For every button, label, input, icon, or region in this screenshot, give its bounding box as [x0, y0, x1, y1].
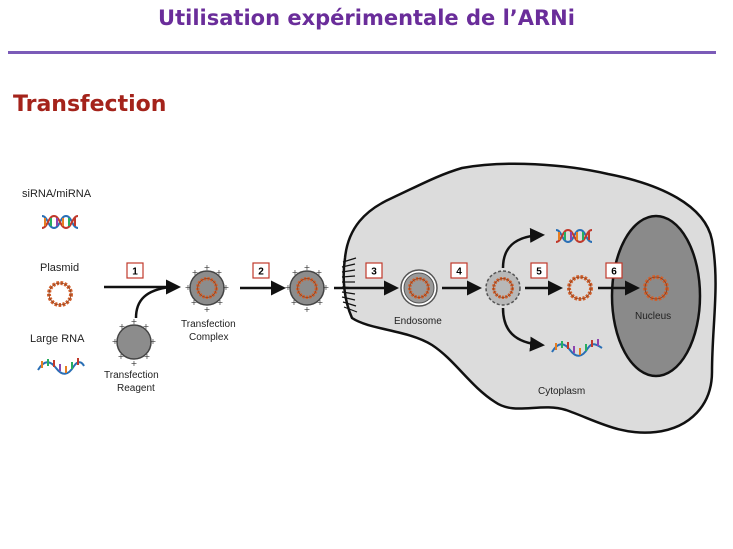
step-box-5: 5	[530, 262, 548, 279]
step-number-6: 6	[611, 267, 617, 278]
svg-text:+: +	[217, 298, 224, 307]
complex-at-membrane: +++ +++ ++	[285, 263, 330, 314]
cell-outline	[342, 162, 717, 434]
large-rna-icon	[37, 358, 85, 375]
released-sirna-icon	[555, 228, 593, 244]
endosome	[400, 269, 438, 307]
svg-text:+: +	[118, 352, 125, 361]
cytoplasm-label: Cytoplasm	[538, 386, 585, 397]
svg-text:+: +	[119, 322, 126, 331]
svg-text:+: +	[191, 298, 198, 307]
svg-text:+: +	[316, 268, 323, 277]
transfection-reagent: +++ +++ ++	[112, 317, 157, 368]
complex-label-2: Complex	[189, 332, 228, 343]
slide-title: Utilisation expérimentale de l’ARNi	[158, 6, 575, 30]
step-number-5: 5	[536, 267, 542, 278]
reagent-label-1: Transfection	[104, 370, 159, 381]
svg-text:+: +	[144, 352, 151, 361]
sirna-label: siRNA/miRNA	[22, 188, 92, 200]
step-number-4: 4	[456, 267, 462, 278]
step-number-1: 1	[132, 267, 138, 278]
svg-text:+: +	[131, 317, 138, 326]
step-number-2: 2	[258, 267, 264, 278]
svg-text:+: +	[131, 359, 138, 368]
svg-text:+: +	[192, 268, 199, 277]
svg-text:+: +	[285, 283, 292, 292]
svg-text:+: +	[204, 263, 211, 272]
sirna-icon	[41, 214, 79, 230]
svg-text:+: +	[291, 298, 298, 307]
title-divider	[8, 51, 716, 54]
reagent-label-2: Reagent	[117, 383, 155, 394]
complex-label-1: Transfection	[181, 319, 236, 330]
endosome-label: Endosome	[394, 316, 442, 327]
step-box-1: 1	[126, 262, 144, 279]
svg-text:+: +	[150, 337, 157, 346]
step-box-3: 3	[365, 262, 383, 279]
transfection-complex: +++ +++ ++	[185, 263, 230, 314]
escaping-vesicle	[485, 270, 521, 306]
svg-text:+: +	[216, 268, 223, 277]
arrow-to-rna-release	[501, 307, 545, 352]
svg-text:+: +	[317, 298, 324, 307]
svg-text:+: +	[185, 283, 192, 292]
step-box-6: 6	[605, 262, 623, 279]
svg-text:+: +	[304, 263, 311, 272]
arrow-reagent-to-complex	[134, 285, 171, 319]
svg-text:+: +	[112, 337, 119, 346]
svg-text:+: +	[323, 283, 330, 292]
svg-text:+: +	[223, 283, 230, 292]
svg-text:+: +	[304, 305, 311, 314]
arrow-to-sirna-release	[501, 227, 545, 269]
svg-text:+: +	[292, 268, 299, 277]
nucleus-label: Nucleus	[635, 311, 671, 322]
nucleus	[610, 214, 702, 378]
released-rna-icon	[551, 339, 603, 357]
step-box-4: 4	[450, 262, 468, 279]
step-box-2: 2	[252, 262, 270, 279]
svg-text:+: +	[204, 305, 211, 314]
large-rna-label: Large RNA	[30, 333, 85, 345]
svg-text:+: +	[143, 322, 150, 331]
plasmid-label: Plasmid	[40, 262, 79, 274]
plasmid-icon	[47, 281, 73, 307]
section-heading: Transfection	[13, 92, 167, 117]
step-number-3: 3	[371, 267, 377, 278]
